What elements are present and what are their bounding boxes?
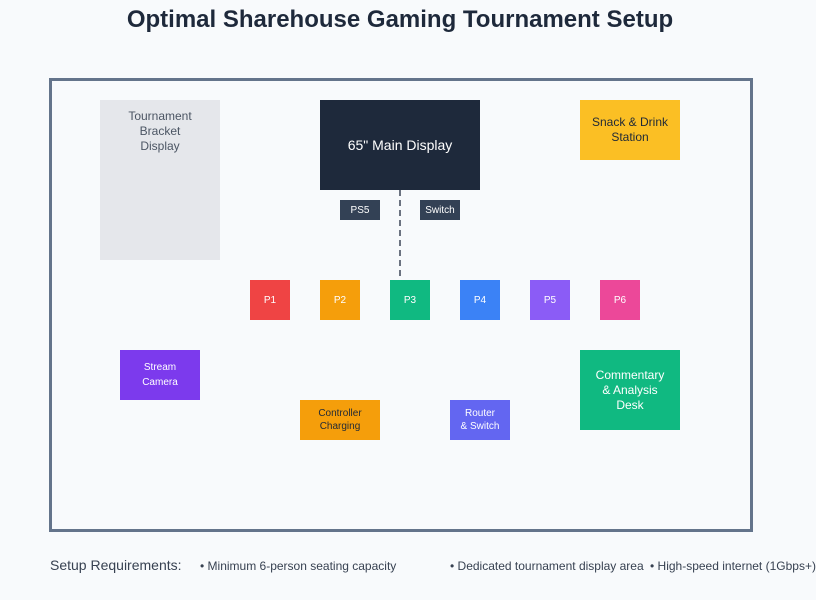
commentary-desk: Commentary & Analysis Desk bbox=[580, 350, 680, 430]
requirement-item: • Dedicated tournament display area bbox=[450, 559, 644, 573]
display-cable-line bbox=[399, 190, 401, 276]
main-display: 65" Main Display bbox=[320, 100, 480, 190]
controller-charging: Controller Charging bbox=[300, 400, 380, 440]
requirements-label: Setup Requirements: bbox=[50, 557, 182, 573]
stream-camera: Stream Camera bbox=[120, 350, 200, 400]
player-seat-p3: P3 bbox=[390, 280, 430, 320]
ps5-console: PS5 bbox=[340, 200, 380, 220]
player-seat-p6: P6 bbox=[600, 280, 640, 320]
requirement-item: • Minimum 6-person seating capacity bbox=[200, 559, 397, 573]
router-switch: Router & Switch bbox=[450, 400, 510, 440]
tournament-bracket-display: Tournament Bracket Display bbox=[100, 100, 220, 260]
switch-console: Switch bbox=[420, 200, 460, 220]
room-outline bbox=[49, 78, 753, 532]
player-seat-p5: P5 bbox=[530, 280, 570, 320]
player-seat-p1: P1 bbox=[250, 280, 290, 320]
snack-drink-station: Snack & Drink Station bbox=[580, 100, 680, 160]
player-seat-p2: P2 bbox=[320, 280, 360, 320]
player-seat-p4: P4 bbox=[460, 280, 500, 320]
requirement-item: • High-speed internet (1Gbps+) bbox=[650, 559, 816, 573]
diagram-title: Optimal Sharehouse Gaming Tournament Set… bbox=[126, 6, 674, 33]
